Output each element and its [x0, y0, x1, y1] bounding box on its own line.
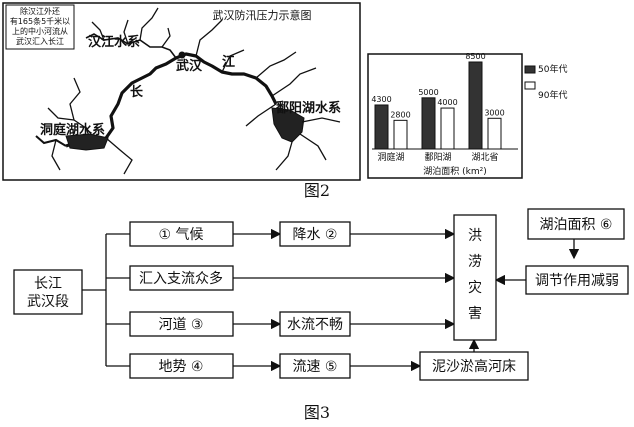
node-disaster [453, 214, 497, 341]
node-start-line2: 武汉段 [27, 294, 69, 310]
wuhan-marker [178, 51, 186, 59]
node-speed-label: 流速 ⑤ [292, 359, 337, 375]
node-disaster-char: 灾 [468, 279, 482, 296]
map-title: 武汉防汛压力示意图 [213, 8, 312, 22]
poyang-label: 鄱阳湖水系 [275, 100, 341, 116]
node-climate [129, 221, 234, 247]
node-regulate [525, 265, 629, 295]
han-river [85, 33, 177, 59]
dongting-lake [65, 133, 109, 151]
node-regulate-label: 调节作用减弱 [535, 273, 619, 289]
node-silt [419, 351, 529, 381]
chang-label: 长 [130, 84, 144, 100]
poyang-lake [271, 107, 305, 143]
category-label-group: 洞庭湖 鄱阳湖 湖北省 [377, 151, 498, 163]
bar-90s [487, 117, 502, 150]
bar-90s [440, 107, 455, 150]
bar-value-label: 2800 [390, 110, 410, 119]
node-start [13, 269, 83, 315]
figure2-caption: 图2 [304, 181, 330, 200]
jiang-label: 江 [222, 54, 235, 70]
west-tributary [105, 137, 133, 175]
poyang-tributary [299, 133, 327, 161]
node-speed [279, 353, 351, 379]
bar-value-label: 3000 [484, 108, 504, 117]
flood-cause-diagram: 长江 武汉段 ① 气候 降水 ② 汇入支流众多 河道 ③ 水流不畅 地势 ④ 流… [13, 208, 629, 381]
north-tributary [195, 19, 223, 57]
north-tributary [221, 49, 245, 73]
bar-value-label: 4300 [371, 95, 391, 104]
bar-value-label: 4000 [437, 98, 457, 107]
han-tributary [123, 19, 129, 45]
node-lake [527, 208, 625, 240]
node-tributary [129, 265, 234, 291]
poyang-tributary [275, 141, 293, 171]
node-terrain [129, 353, 234, 379]
node-channel [129, 311, 234, 337]
map-note-box [5, 4, 75, 50]
bar-50s [468, 61, 483, 150]
node-disaster-char: 害 [468, 306, 482, 322]
bar-90s [393, 119, 408, 150]
poyang-tributary [245, 103, 277, 127]
han-tributary [139, 7, 159, 41]
west-tributary [47, 107, 75, 121]
map-note-line: 武汉汇入长江 [16, 36, 64, 46]
node-precip [279, 221, 351, 247]
legend-swatch-50s [524, 65, 536, 74]
bar-group [374, 61, 502, 150]
node-disaster-char: 洪 [468, 228, 482, 244]
node-terrain-label: 地势 ④ [158, 359, 203, 375]
node-flow-label: 水流不畅 [287, 317, 343, 333]
figure3-caption: 图3 [304, 403, 330, 422]
river-upper [35, 135, 67, 147]
node-disaster-char: 涝 [468, 254, 482, 270]
node-silt-label: 泥沙淤高河床 [432, 358, 516, 375]
wuhan-label: 武汉 [176, 58, 203, 74]
bar-50s [374, 104, 389, 150]
node-tributary-label: 汇入支流众多 [139, 270, 223, 287]
hanjiang-label: 汉江水系 [88, 34, 140, 50]
map-note-line: 有165条5千米以 [10, 16, 70, 26]
map-note-line: 除汉江外还 [20, 6, 60, 16]
bar-value-label: 8500 [465, 52, 485, 61]
category-label: 湖北省 [471, 151, 498, 163]
node-start-line1: 长江 [34, 276, 62, 292]
node-channel-label: 河道 ③ [158, 317, 203, 333]
west-tributary [69, 77, 93, 145]
legend-90s: 90年代 [538, 89, 567, 101]
west-tributary [51, 139, 61, 171]
map-note-line: 上的中小河流从 [12, 26, 68, 36]
han-tributary [91, 21, 105, 41]
bar-50s [421, 97, 436, 150]
north-tributary [271, 67, 317, 97]
node-precip-label: 降水 ② [292, 227, 337, 243]
category-label: 洞庭湖 [377, 151, 404, 163]
yangtze-river [65, 52, 278, 148]
legend-swatch-90s [524, 81, 536, 90]
node-lake-label: 湖泊面积 ⑥ [539, 217, 612, 233]
bar-value-label: 5000 [418, 88, 438, 97]
chart-xlabel: 湖泊面积 (km²) [423, 165, 486, 177]
dongting-label: 洞庭湖水系 [40, 122, 105, 138]
map-frame [2, 2, 361, 181]
poyang-tributary [301, 117, 341, 123]
node-climate-label: ① 气候 [158, 227, 203, 243]
han-tributary [161, 27, 171, 48]
chart-frame [367, 53, 523, 179]
legend-50s: 50年代 [538, 63, 567, 75]
river-map: 除汉江外还 有165条5千米以 上的中小河流从 武汉汇入长江 武汉防汛压力示意图 [2, 2, 361, 181]
node-flow [279, 311, 351, 337]
category-label: 鄱阳湖 [424, 152, 451, 163]
north-tributary [255, 51, 297, 79]
